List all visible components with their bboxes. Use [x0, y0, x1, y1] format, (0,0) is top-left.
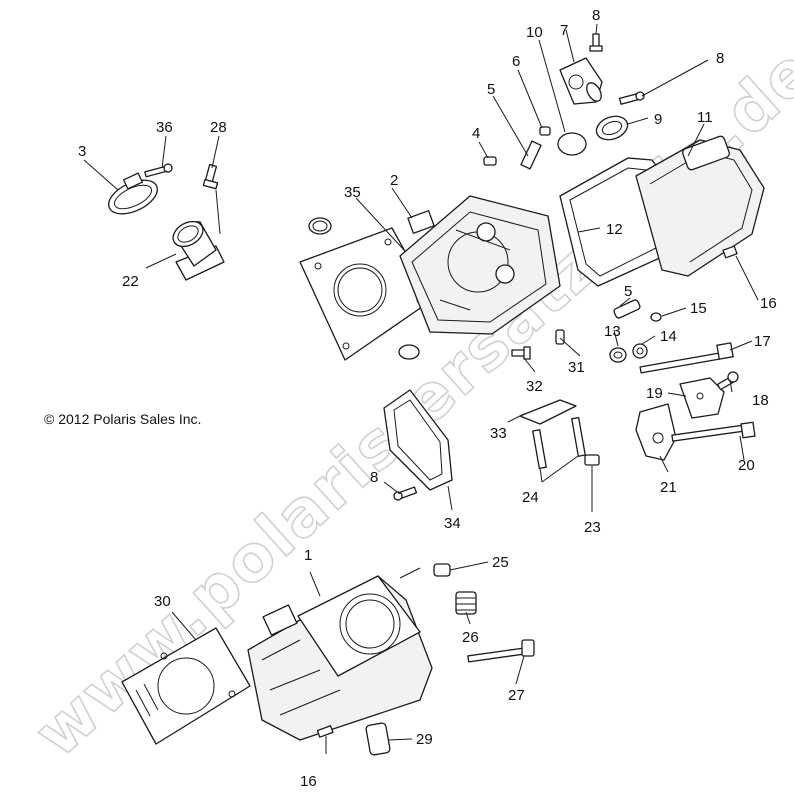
callout-4: 4	[472, 125, 480, 142]
callout-7: 7	[560, 22, 568, 39]
callout-22: 22	[122, 273, 139, 290]
callout-26: 26	[462, 629, 479, 646]
cylinder-part	[247, 575, 433, 741]
callout-16b: 16	[300, 773, 317, 790]
pin-31-part	[555, 329, 565, 345]
callout-19: 19	[646, 385, 663, 402]
screw-28-part	[202, 163, 219, 190]
gasket-33-part	[519, 399, 577, 425]
callout-32: 32	[526, 378, 543, 395]
bolt-8-top-part	[589, 33, 603, 52]
bolt-20-part	[671, 421, 756, 442]
bolt-16-bottom-part	[316, 725, 334, 738]
bolt-18-part	[716, 371, 739, 391]
callout-8c: 8	[370, 469, 378, 486]
thermostat-housing-part	[559, 57, 603, 105]
callout-27: 27	[508, 687, 525, 704]
callout-5b: 5	[624, 283, 632, 300]
callout-10: 10	[526, 24, 543, 41]
intake-boot-part	[172, 220, 225, 281]
valve-cover-part	[635, 135, 765, 277]
callout-9: 9	[654, 111, 662, 128]
fitting-26-part	[455, 591, 477, 615]
bolt-16-right-part	[722, 245, 738, 259]
nut-14-part	[632, 343, 648, 359]
callout-34: 34	[444, 515, 461, 532]
callout-11: 11	[697, 109, 713, 126]
tube-5-top-part	[520, 140, 542, 170]
bolt-17-part	[639, 342, 734, 374]
callout-12: 12	[606, 221, 623, 238]
callout-28: 28	[210, 119, 227, 136]
callout-labels: 1 2 3 4 5 5 6 7 8 8 8 9 10 11 12 13 14 1…	[78, 7, 777, 790]
bracket-19-part	[679, 377, 725, 419]
cylinder-head-part	[399, 195, 561, 335]
bolt-8-lower-part	[393, 486, 418, 501]
callout-29: 29	[416, 731, 433, 748]
callout-30: 30	[154, 593, 171, 610]
callout-31: 31	[568, 359, 585, 376]
dowel-pin-6-part	[539, 126, 551, 136]
o-ring-part	[557, 132, 587, 156]
plug-25-part	[433, 563, 451, 577]
pin-23-part	[584, 454, 600, 466]
dowel-pin-4-part	[483, 156, 497, 166]
callout-24: 24	[522, 489, 539, 506]
callout-25: 25	[492, 554, 509, 571]
head-gasket-part	[299, 217, 433, 361]
leader-lines	[83, 23, 759, 754]
callout-15: 15	[690, 300, 707, 317]
bolt-32-part	[511, 346, 531, 360]
callout-18: 18	[752, 392, 769, 409]
callout-5a: 5	[487, 81, 495, 98]
callout-36: 36	[156, 119, 173, 136]
stud-24-part	[532, 416, 586, 470]
thermostat-part	[595, 115, 629, 141]
bolt-27-part	[467, 639, 535, 663]
washer-13-part	[609, 347, 627, 363]
bracket-21-part	[635, 403, 677, 461]
base-gasket-part	[121, 627, 251, 745]
callout-8b: 8	[716, 50, 724, 67]
callout-23: 23	[584, 519, 601, 536]
bolt-8-right-part	[618, 91, 645, 105]
clamp-part	[108, 172, 158, 215]
cover-34-part	[383, 389, 453, 491]
callout-3: 3	[78, 143, 86, 160]
callout-20: 20	[738, 457, 755, 474]
callout-33: 33	[490, 425, 507, 442]
washer-15-part	[650, 312, 662, 322]
callout-1: 1	[304, 547, 312, 564]
callout-14: 14	[660, 328, 677, 345]
tube-5-bottom-part	[613, 299, 641, 319]
callout-16a: 16	[760, 295, 777, 312]
screw-36-part	[144, 163, 173, 178]
callout-6: 6	[512, 53, 520, 70]
callout-2: 2	[390, 172, 398, 189]
callout-13: 13	[604, 323, 621, 340]
callout-8a: 8	[592, 7, 600, 24]
callout-21: 21	[660, 479, 677, 496]
callout-17: 17	[754, 333, 771, 350]
sleeve-29-part	[365, 722, 391, 756]
copyright-text: © 2012 Polaris Sales Inc.	[44, 411, 201, 427]
callout-35: 35	[344, 184, 361, 201]
